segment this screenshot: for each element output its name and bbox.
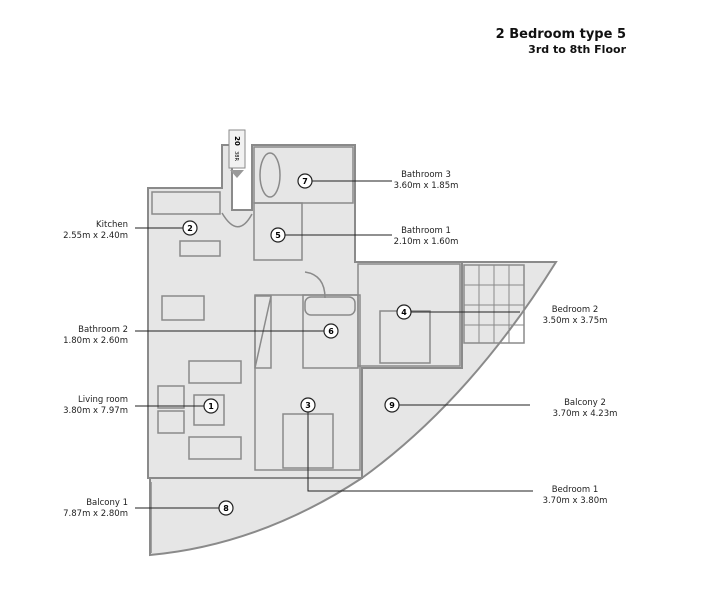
svg-text:5: 5	[275, 231, 281, 240]
room-marker-9: 9	[384, 397, 400, 413]
svg-text:8: 8	[223, 504, 229, 513]
balcony-area	[149, 261, 558, 557]
bathroom-3	[253, 146, 354, 204]
svg-text:38R: 38R	[233, 151, 239, 161]
plan-title: 2 Bedroom type 5	[495, 27, 626, 42]
armchair-1	[157, 385, 185, 409]
wardrobe-1	[254, 295, 272, 369]
svg-text:3: 3	[305, 401, 311, 410]
door-swing	[221, 212, 253, 228]
bathtub	[304, 296, 356, 316]
svg-text:1: 1	[208, 402, 214, 411]
armchair-2	[157, 410, 185, 434]
kitchen-island	[179, 240, 221, 257]
room-marker-6: 6	[323, 323, 339, 339]
room-marker-7: 7	[297, 173, 313, 189]
dining-table	[161, 295, 205, 321]
room-marker-3: 3	[300, 397, 316, 413]
coffee-table	[193, 394, 225, 426]
bathroom-1	[253, 202, 303, 261]
bath-tub-oval	[259, 152, 281, 198]
svg-text:4: 4	[401, 308, 407, 317]
svg-text:9: 9	[389, 401, 395, 410]
room-marker-2: 2	[182, 220, 198, 236]
svg-text:20: 20	[233, 136, 241, 146]
sofa-1	[188, 360, 242, 384]
svg-text:2: 2	[187, 224, 193, 233]
lift-sign: 20 38R	[228, 129, 246, 178]
sofa-2	[188, 436, 242, 460]
room-marker-8: 8	[218, 500, 234, 516]
room-marker-4: 4	[396, 304, 412, 320]
room-marker-1: 1	[203, 398, 219, 414]
bedroom-2	[357, 263, 461, 367]
room-marker-5: 5	[270, 227, 286, 243]
kitchen-counter	[151, 191, 221, 215]
svg-text:7: 7	[302, 177, 308, 186]
svg-text:6: 6	[328, 327, 334, 336]
plan-subtitle: 3rd to 8th Floor	[528, 43, 626, 56]
